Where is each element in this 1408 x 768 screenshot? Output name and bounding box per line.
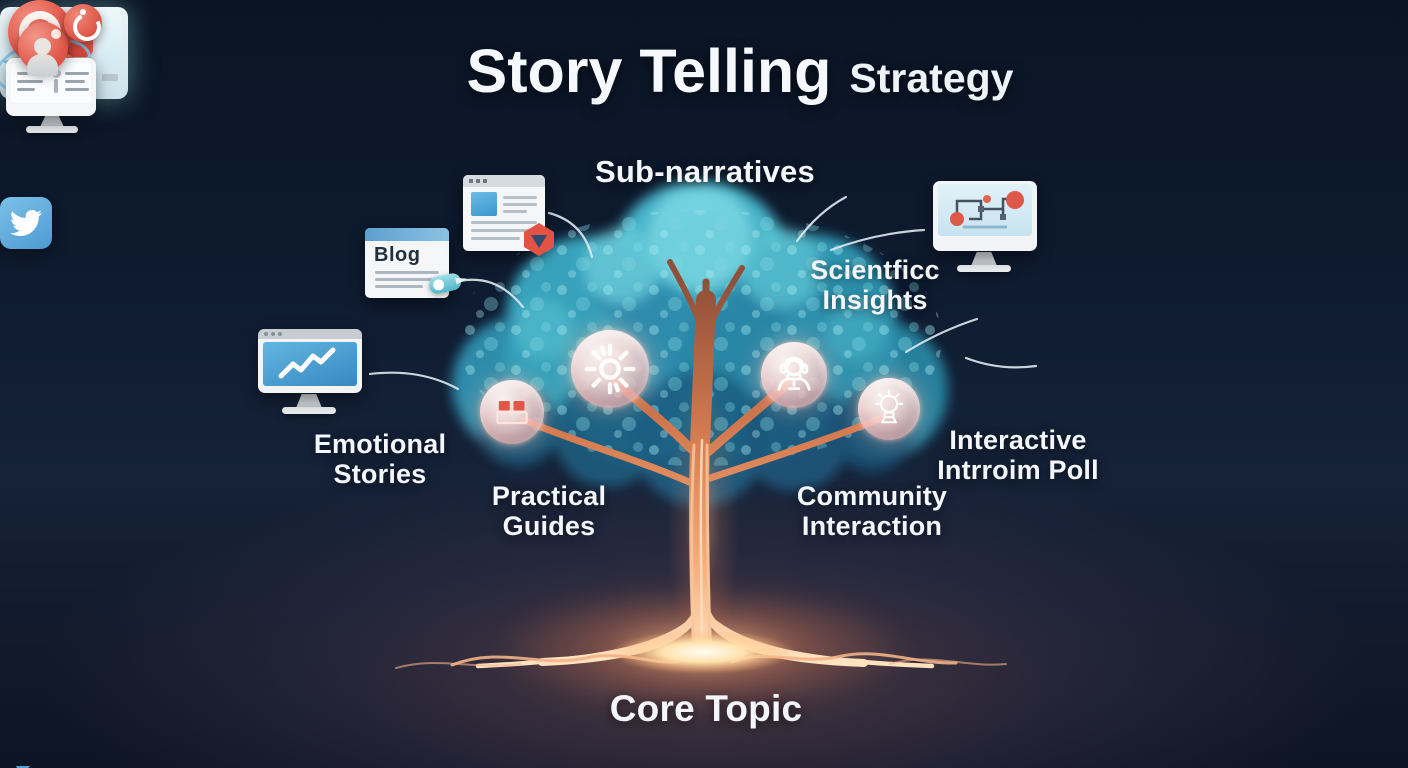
article-video-card-icon <box>463 175 554 256</box>
science-diagram-monitor-icon <box>933 181 1037 251</box>
bird-glyph <box>10 209 42 236</box>
page-title: Story Telling Strategy <box>404 36 1076 106</box>
blog-card-header <box>365 228 449 241</box>
twitter-bird-icon <box>0 197 52 249</box>
label-practical-guides: Practical Guides <box>491 481 607 541</box>
title-suffix: Strategy <box>849 55 1014 101</box>
diagram-screen <box>938 184 1032 236</box>
chart-screen <box>263 342 357 386</box>
blog-card-title: Blog <box>374 244 421 266</box>
label-sub-narratives: Sub-narratives <box>595 154 815 189</box>
node-diagram-icon <box>950 191 1024 229</box>
lightbulb-badge-icon <box>858 378 920 440</box>
podcast-headset-badge-icon <box>761 342 827 408</box>
record-lens-badge-icon <box>64 4 105 45</box>
user-avatar-bubble-icon <box>18 22 68 76</box>
trunk-fibers <box>690 438 712 647</box>
label-community-interaction: Community Interaction <box>796 481 948 541</box>
article-image-thumb <box>471 192 497 216</box>
label-emotional-stories: Emotional Stories <box>313 429 447 489</box>
interactive-poll-icon-group <box>0 4 110 381</box>
line-chart-monitor-icon <box>258 329 362 393</box>
red-box-badge-icon <box>480 380 544 444</box>
blog-card-icon: Blog <box>365 228 449 298</box>
title-main: Story Telling <box>466 37 832 105</box>
trend-line-icon <box>278 347 336 379</box>
label-scientific-insights: Scientficc Insights <box>810 255 940 315</box>
base-glow-core <box>611 630 795 674</box>
label-interactive-poll: Interactive Intrroim Poll <box>937 425 1099 485</box>
label-core-topic: Core Topic <box>609 688 803 729</box>
bookmark-play-icon <box>524 223 554 256</box>
sun-sparkle-badge-icon <box>571 330 649 408</box>
